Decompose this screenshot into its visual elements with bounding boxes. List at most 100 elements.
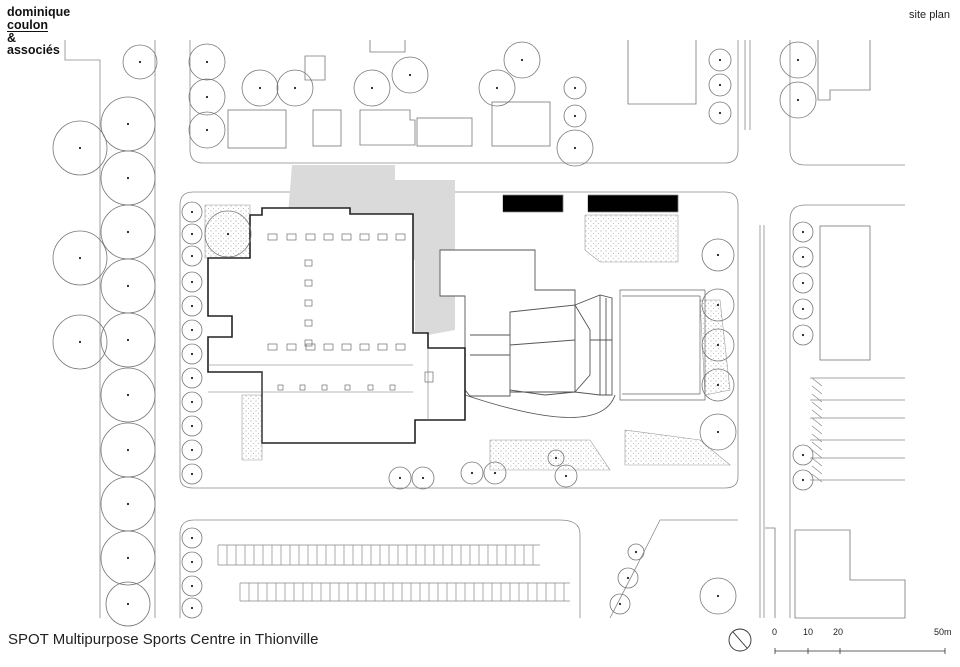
scale-label-10: 10: [803, 627, 814, 637]
tree-canopy: [701, 368, 735, 402]
tree-canopy: [276, 69, 314, 107]
tree-canopy: [617, 567, 639, 589]
tree-canopy: [779, 81, 817, 119]
tree-canopy: [792, 298, 814, 320]
tree-canopy: [181, 463, 203, 485]
tree-canopy: [792, 469, 814, 491]
logo-line-coulon: coulon: [7, 17, 48, 32]
tree-trunk-dot: [226, 232, 230, 236]
tree-canopy: [701, 238, 735, 272]
tree-canopy: [353, 69, 391, 107]
tree-trunk-dot: [205, 128, 209, 132]
tree-canopy: [181, 245, 203, 267]
tree-canopy: [52, 314, 108, 370]
annexe-building: [439, 249, 616, 418]
tree-canopy: [701, 288, 735, 322]
tree-canopy: [241, 69, 279, 107]
tree-canopy: [100, 312, 156, 368]
tree-trunk-dot: [138, 60, 142, 64]
street-lines: [64, 40, 905, 619]
tree-canopy: [792, 246, 814, 268]
tree-canopy: [181, 391, 203, 413]
tree-trunk-dot: [126, 338, 130, 342]
tree-trunk-dot: [573, 146, 577, 150]
tree-trunk-dot: [716, 383, 720, 387]
tree-canopy: [181, 367, 203, 389]
tree-canopy: [388, 466, 412, 490]
tree-canopy: [181, 223, 203, 245]
tree-trunk-dot: [470, 471, 474, 475]
tree-canopy: [188, 111, 226, 149]
logo-line-dominique: dominique: [7, 5, 71, 19]
tree-canopy: [708, 48, 732, 72]
scale-label-50m: 50m: [934, 627, 952, 637]
logo-line-associes: associés: [7, 43, 60, 57]
tree-canopy: [52, 120, 108, 176]
tree-trunk-dot: [796, 58, 800, 62]
tree-trunk-dot: [634, 550, 638, 554]
tree-canopy: [181, 295, 203, 317]
tree-trunk-dot: [408, 73, 412, 77]
tree-canopy: [478, 69, 516, 107]
tree-trunk-dot: [801, 333, 805, 337]
grandstand: [619, 289, 706, 401]
parking-bay-line: [811, 473, 823, 483]
tree-trunk-dot: [801, 230, 805, 234]
scale-label-20: 20: [833, 627, 844, 637]
parking-bay-line: [811, 393, 823, 403]
parking-bay-line: [811, 465, 823, 475]
tree-canopy: [483, 461, 507, 485]
parking-bay-line: [811, 441, 823, 451]
tree-trunk-dot: [258, 86, 262, 90]
tree-canopy: [792, 272, 814, 294]
tree-trunk-dot: [190, 560, 194, 564]
parking-bay-line: [811, 401, 823, 411]
tree-trunk-dot: [126, 176, 130, 180]
tree-canopy: [204, 210, 252, 258]
tree-canopy: [547, 449, 565, 467]
tree-trunk-dot: [205, 60, 209, 64]
tree-trunk-dot: [190, 376, 194, 380]
tree-trunk-dot: [716, 343, 720, 347]
tree-trunk-dot: [718, 83, 722, 87]
tree-trunk-dot: [718, 111, 722, 115]
tree-canopy: [100, 530, 156, 586]
tree-canopy: [609, 593, 631, 615]
project-caption: SPOT Multipurpose Sports Centre in Thion…: [8, 631, 319, 648]
tree-trunk-dot: [801, 478, 805, 482]
tree-canopy: [563, 76, 587, 100]
firm-logo: dominique coulon & associés: [7, 6, 70, 57]
tree-canopy: [100, 367, 156, 423]
tree-trunk-dot: [126, 602, 130, 606]
tree-trunk-dot: [801, 255, 805, 259]
tree-trunk-dot: [190, 254, 194, 258]
parking-bay-line: [811, 425, 823, 435]
tree-trunk-dot: [126, 284, 130, 288]
tree-trunk-dot: [190, 210, 194, 214]
tree-trunk-dot: [126, 393, 130, 397]
tree-canopy: [181, 575, 203, 597]
tree-trunk-dot: [796, 98, 800, 102]
tree-trunk-dot: [190, 584, 194, 588]
hall-interior: [208, 348, 429, 443]
parking-bay-line: [811, 409, 823, 419]
parking-bays: [217, 194, 905, 602]
tree-trunk-dot: [78, 340, 82, 344]
tree-trunk-dot: [801, 307, 805, 311]
tree-trunk-dot: [520, 58, 524, 62]
tree-trunk-dot: [126, 502, 130, 506]
tree-trunk-dot: [190, 328, 194, 332]
tree-trunk-dot: [495, 86, 499, 90]
tree-canopy: [627, 543, 645, 561]
tree-canopy: [188, 43, 226, 81]
tree-trunk-dot: [190, 352, 194, 356]
tree-canopy: [563, 104, 587, 128]
tree-trunk-dot: [716, 303, 720, 307]
tree-canopy: [699, 413, 737, 451]
tree-canopy: [792, 444, 814, 466]
tree-trunk-dot: [716, 594, 720, 598]
tree-trunk-dot: [801, 281, 805, 285]
tree-canopy: [699, 577, 737, 615]
tree-canopy: [779, 41, 817, 79]
